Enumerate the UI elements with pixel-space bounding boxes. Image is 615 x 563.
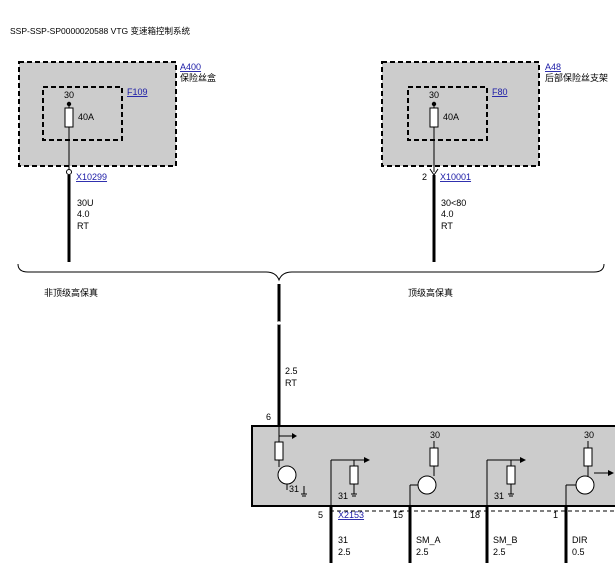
resistor-symbol [583,447,593,467]
connector-link[interactable]: X10299 [76,172,107,182]
connector-link[interactable]: X10001 [440,172,471,182]
ground-symbol [508,493,514,497]
ground-symbol [301,493,307,497]
fuse-id-link[interactable]: F80 [492,87,508,97]
connector-pin-circle [66,169,72,175]
main-wire-color: RT [285,378,297,388]
transistor-symbol [575,475,595,495]
main-wire-size: 2.5 [285,366,298,376]
input-arrow-head [292,433,297,439]
fuse-box-a400 [18,61,177,167]
component-id-link[interactable]: A48 [545,62,561,72]
wire-signal: 30U [77,198,94,208]
supply-label: 30 [430,430,440,440]
ground-label: 31 [289,484,299,494]
pin-wire-size: 2.5 [493,547,506,557]
wire-size: 4.0 [77,209,90,219]
fuse-pin-label: 30 [64,90,74,100]
module-connector-link[interactable]: X2153 [338,510,364,520]
pin-signal: SM_A [416,535,441,545]
transistor-symbol [417,475,437,495]
component-name: 后部保险丝支架 [545,72,608,83]
control-module: 31 31 30 31 30 [251,425,615,507]
fuse-symbol [64,107,74,128]
connector-pin-number: 2 [422,172,427,182]
component-a48: A48 后部保险丝支架 F80 30 40A 2 X10001 30<80 4.… [381,61,608,262]
wire-break-marker [277,321,281,325]
pin-signal: 31 [338,535,348,545]
pin-number: 1 [553,510,558,520]
transistor-symbol [277,465,297,485]
diagram-title: SSP-SSP-SP0000020588 VTG 变速箱控制系统 [10,26,190,36]
main-wire-pin: 6 [266,412,271,422]
variant-left-label: 非顶级高保真 [44,287,98,298]
fuse-f109-frame [42,86,123,141]
wire-size: 4.0 [441,209,454,219]
fuse-rating: 40A [443,112,459,122]
fuse-symbol [429,107,439,128]
pin-wire-size: 2.5 [416,547,429,557]
variant-right-label: 顶级高保真 [408,287,453,298]
wire-color: RT [77,221,89,231]
stage-arrow-head [520,457,526,463]
wire-color: RT [441,221,453,231]
ground-symbol [351,493,357,497]
component-a400: A400 保险丝盒 F109 30 40A X10299 30U 4.0 RT [18,61,216,262]
resistor-symbol [506,465,516,485]
pin-number: 5 [318,510,323,520]
pin-number: 18 [470,510,480,520]
pin-wire-size: 2.5 [338,547,351,557]
pin-signal: SM_B [493,535,518,545]
supply-label: 30 [584,430,594,440]
ground-label: 31 [494,491,504,501]
wire-signal: 30<80 [441,198,466,208]
fuse-box-a48 [381,61,540,167]
resistor-symbol [429,447,439,467]
component-id-link[interactable]: A400 [180,62,201,72]
fuse-id-link[interactable]: F109 [127,87,148,97]
pin-number: 15 [393,510,403,520]
variant-brace [17,263,605,282]
stage-arrow-head [608,470,614,476]
fuse-f80-frame [407,86,488,141]
ground-label: 31 [338,491,348,501]
resistor-symbol [274,441,284,461]
pin-signal: DIR [572,535,588,545]
component-name: 保险丝盒 [180,72,216,83]
resistor-symbol [349,465,359,485]
pin-wire-size: 0.5 [572,547,585,557]
fuse-rating: 40A [78,112,94,122]
output-wires: 5 X2153 31 2.5 15 SM_A 2.5 18 SM_B 2.5 1… [318,506,588,563]
stage-arrow-head [364,457,370,463]
fuse-pin-label: 30 [429,90,439,100]
